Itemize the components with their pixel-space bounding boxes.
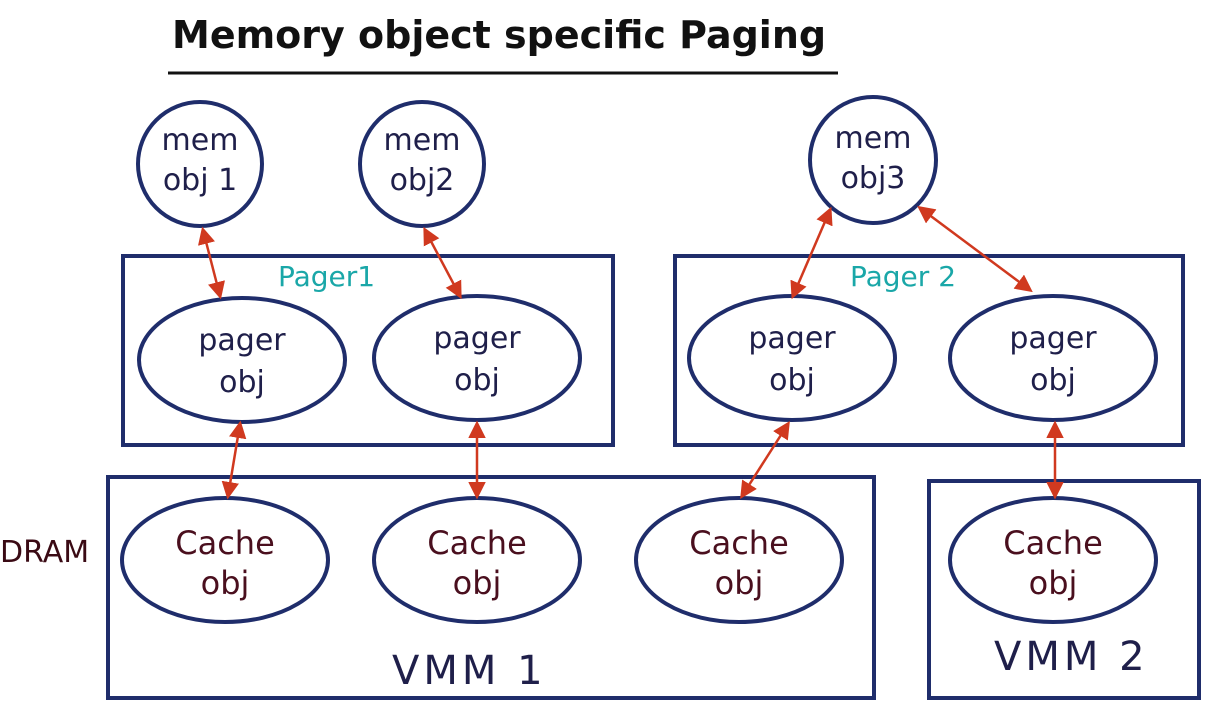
pager-object-2-line1: pager xyxy=(433,321,521,356)
vmm1-label: VMM 1 xyxy=(392,648,547,694)
arrow-mem1-pager1 xyxy=(198,226,225,300)
mem-object-2-line1: mem xyxy=(384,123,461,158)
mem-object-3: mem obj3 xyxy=(808,95,938,225)
pager-object-2: pager obj xyxy=(372,294,582,422)
cache-object-2-line1: Cache xyxy=(427,524,527,562)
mem-object-1: mem obj 1 xyxy=(136,100,264,228)
arrow-mem3-pager4 xyxy=(917,205,1033,293)
pager1-box xyxy=(121,254,615,447)
vmm2-box xyxy=(927,479,1201,700)
arrow-mem2-pager2 xyxy=(423,226,462,300)
cache-object-2: Cache obj xyxy=(372,496,582,624)
arrow-pager1-cache1 xyxy=(221,420,247,500)
cache-object-4-line1: Cache xyxy=(1003,524,1103,562)
mem-object-2-line2: obj2 xyxy=(390,163,455,198)
vmm2-label: VMM 2 xyxy=(994,634,1149,680)
pager-object-3-line2: obj xyxy=(769,363,815,398)
cache-object-1-line2: obj xyxy=(201,564,250,602)
cache-object-2-line2: obj xyxy=(453,564,502,602)
pager-object-1-line1: pager xyxy=(198,323,286,358)
cache-object-3-line2: obj xyxy=(715,564,764,602)
mem-object-3-line1: mem xyxy=(835,121,912,156)
pager2-label: Pager 2 xyxy=(850,260,956,293)
page-title: Memory object specific Paging xyxy=(172,13,826,57)
cache-object-4: Cache obj xyxy=(948,496,1158,624)
pager-object-4-line1: pager xyxy=(1009,321,1097,356)
pager1-label: Pager1 xyxy=(278,260,375,293)
pager-object-3-line1: pager xyxy=(748,321,836,356)
cache-object-3: Cache obj xyxy=(634,496,844,624)
pager-object-2-line2: obj xyxy=(454,363,500,398)
cache-object-1: Cache obj xyxy=(120,496,330,624)
pager-object-1: pager obj xyxy=(137,296,347,424)
pager-object-4-line2: obj xyxy=(1030,363,1076,398)
arrow-mem3-pager3 xyxy=(790,206,833,300)
arrow-pager3-cache3 xyxy=(740,421,790,499)
pager-object-1-line2: obj xyxy=(219,365,265,400)
mem-object-2: mem obj2 xyxy=(358,100,486,228)
cache-object-3-line1: Cache xyxy=(689,524,789,562)
mem-object-1-line2: obj 1 xyxy=(163,163,237,198)
cache-object-1-line1: Cache xyxy=(175,524,275,562)
pager-object-4: pager obj xyxy=(948,294,1158,422)
vmm1-box xyxy=(106,475,876,700)
mem-object-1-line1: mem xyxy=(162,123,239,158)
mem-object-3-line2: obj3 xyxy=(841,161,906,196)
cache-object-4-line2: obj xyxy=(1029,564,1078,602)
dram-label: DRAM xyxy=(0,535,89,570)
pager-object-3: pager obj xyxy=(687,294,897,422)
